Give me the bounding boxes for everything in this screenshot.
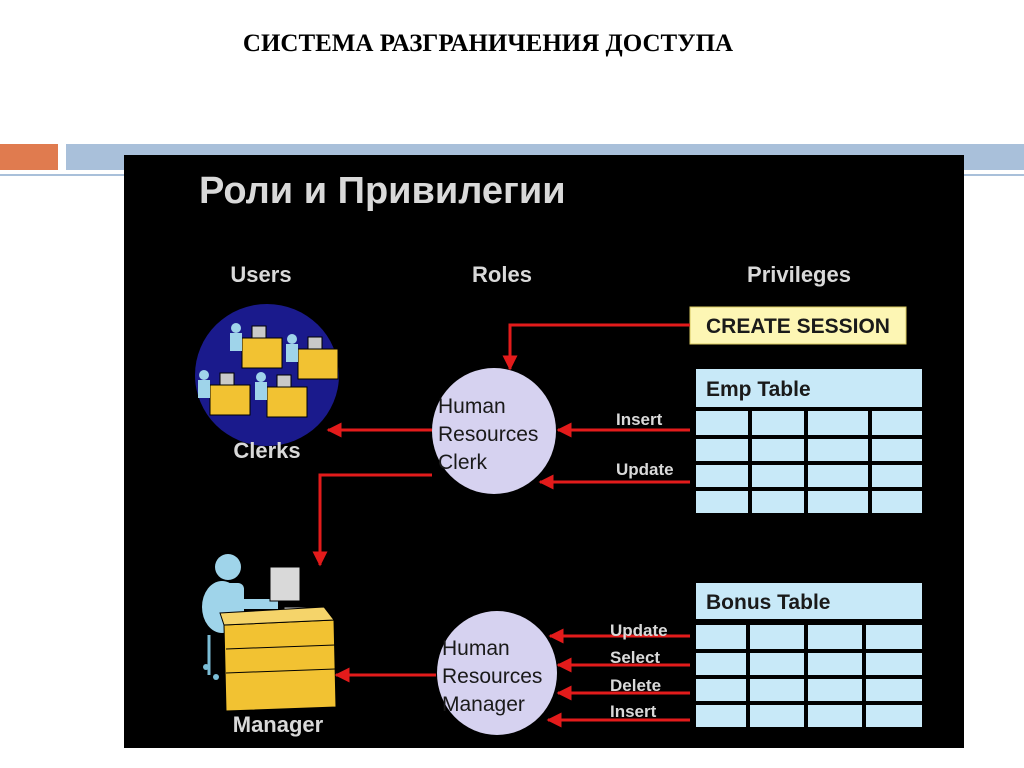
role-clerk-circle [432, 368, 556, 494]
emp-insert-label: Insert [616, 410, 663, 429]
emp-table-header [696, 369, 922, 407]
diagram-title: Роли и Привилегии [199, 170, 566, 212]
clerks-label: Clerks [233, 438, 300, 463]
create-session-box [689, 306, 907, 345]
bonus-table-grid [696, 625, 922, 727]
roles-privileges-diagram: Роли и Привилегии Users Roles Privileges [124, 155, 964, 748]
role-manager-circle [437, 611, 557, 735]
arrow-create-session-to-clerk [502, 323, 690, 371]
arrow-clerk-role-to-manager [312, 473, 432, 567]
clerks-icon [195, 304, 339, 446]
header-accent-orange [0, 144, 58, 170]
bonus-select-label: Select [610, 648, 660, 667]
manager-icon [202, 554, 337, 712]
role-manager-line-2: Resources [442, 665, 542, 688]
bonus-table-header [696, 583, 922, 619]
slide-title: СИСТЕМА РАЗГРАНИЧЕНИЯ ДОСТУПА [242, 30, 734, 57]
bonus-table-label: Bonus Table [706, 591, 830, 614]
emp-table-label: Emp Table [706, 378, 811, 401]
manager-label: Manager [233, 712, 324, 737]
role-clerk-line-2: Resources [438, 423, 538, 446]
bonus-update-label: Update [610, 621, 668, 640]
bonus-delete-label: Delete [610, 676, 661, 695]
role-clerk-line-1: Human [438, 395, 506, 418]
create-session-label: CREATE SESSION [706, 315, 890, 338]
role-manager-line-3: Manager [442, 693, 525, 716]
column-users-label: Users [230, 262, 291, 287]
emp-table-grid [696, 411, 922, 513]
column-privileges-label: Privileges [747, 262, 851, 287]
role-manager-line-1: Human [442, 637, 510, 660]
column-roles-label: Roles [472, 262, 532, 287]
role-clerk-line-3: Clerk [438, 451, 488, 474]
emp-update-label: Update [616, 460, 674, 479]
bonus-insert-label: Insert [610, 702, 657, 721]
